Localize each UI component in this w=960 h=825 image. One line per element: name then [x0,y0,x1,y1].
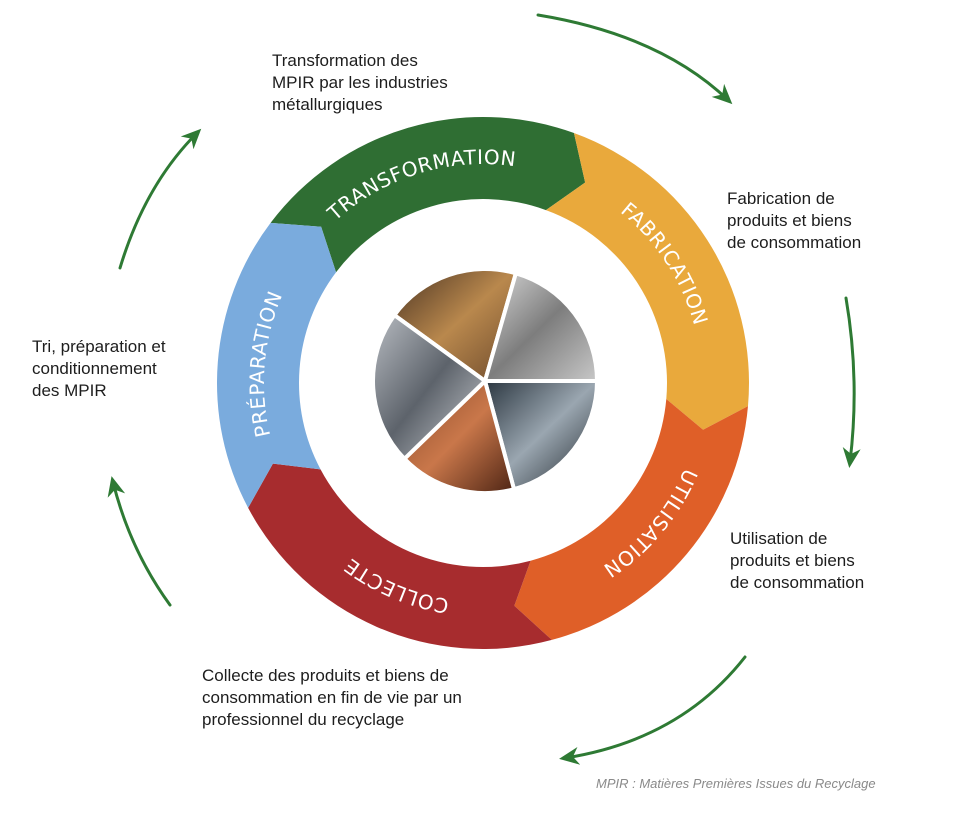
cycle-ring [216,117,750,649]
caption-utilisation: Utilisation de produits et biens de cons… [730,529,865,592]
cycle-arrow-bottom [559,655,747,765]
cycle-arrow-bottom-left [107,476,172,607]
ring-segment-preparation [216,222,337,508]
caption-fabrication: Fabrication de produits et biens de cons… [727,189,862,252]
cycle-arrow-right [842,296,861,468]
center-photo-pie [371,267,600,495]
ring-segment-fabrication [545,133,750,430]
cycle-arrow-top-left [118,128,202,270]
caption-collecte: Collecte des produits et biens de consom… [202,666,462,729]
footnote: MPIR : Matières Premières Issues du Recy… [596,776,876,791]
ring-segment-collecte [248,463,552,649]
scrap-metal-photo-wedge [371,312,489,462]
scrap-metal-photo-wedge [401,377,517,495]
ring-segment-transformation [270,117,586,273]
caption-transformation: Transformation des MPIR par les industri… [272,51,448,114]
ring-segment-utilisation [514,399,748,640]
cycle-arrow-top-right [536,13,733,105]
scrap-metal-photo-wedge [482,270,600,383]
caption-preparation: Tri, préparation et conditionnement des … [32,337,166,400]
scrap-metal-photo-wedge [391,267,519,385]
scrap-metal-photo-wedge [482,379,600,492]
